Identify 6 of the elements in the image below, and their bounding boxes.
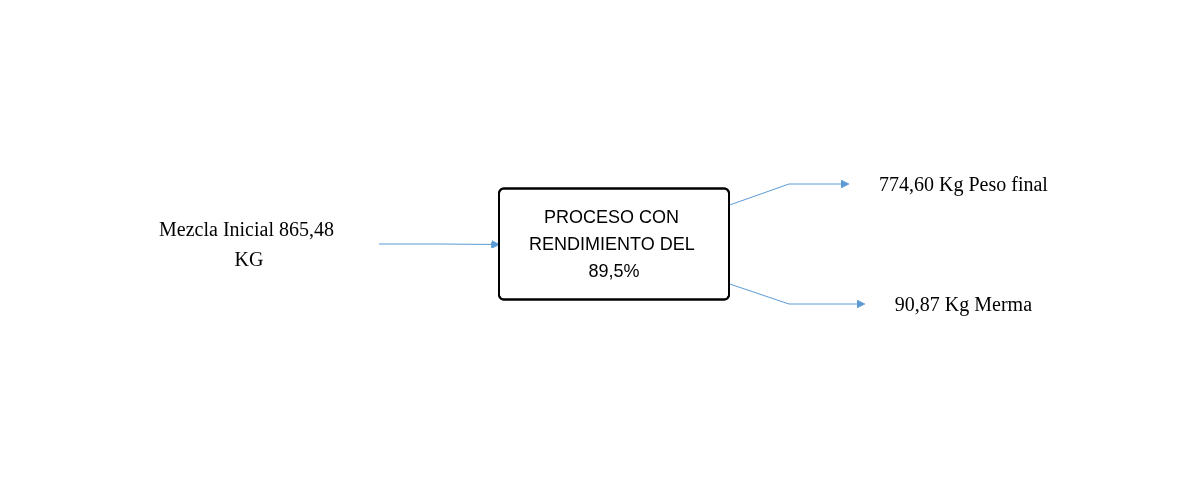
node-text: Mezcla Inicial 865,48 KG (159, 217, 335, 270)
arrow (729, 179, 850, 206)
node-text: 90,87 Kg Merma (894, 292, 1033, 315)
arrow (729, 282, 866, 308)
arrow (378, 239, 500, 249)
node-text: 774,60 Kg Peso final (879, 172, 1048, 195)
